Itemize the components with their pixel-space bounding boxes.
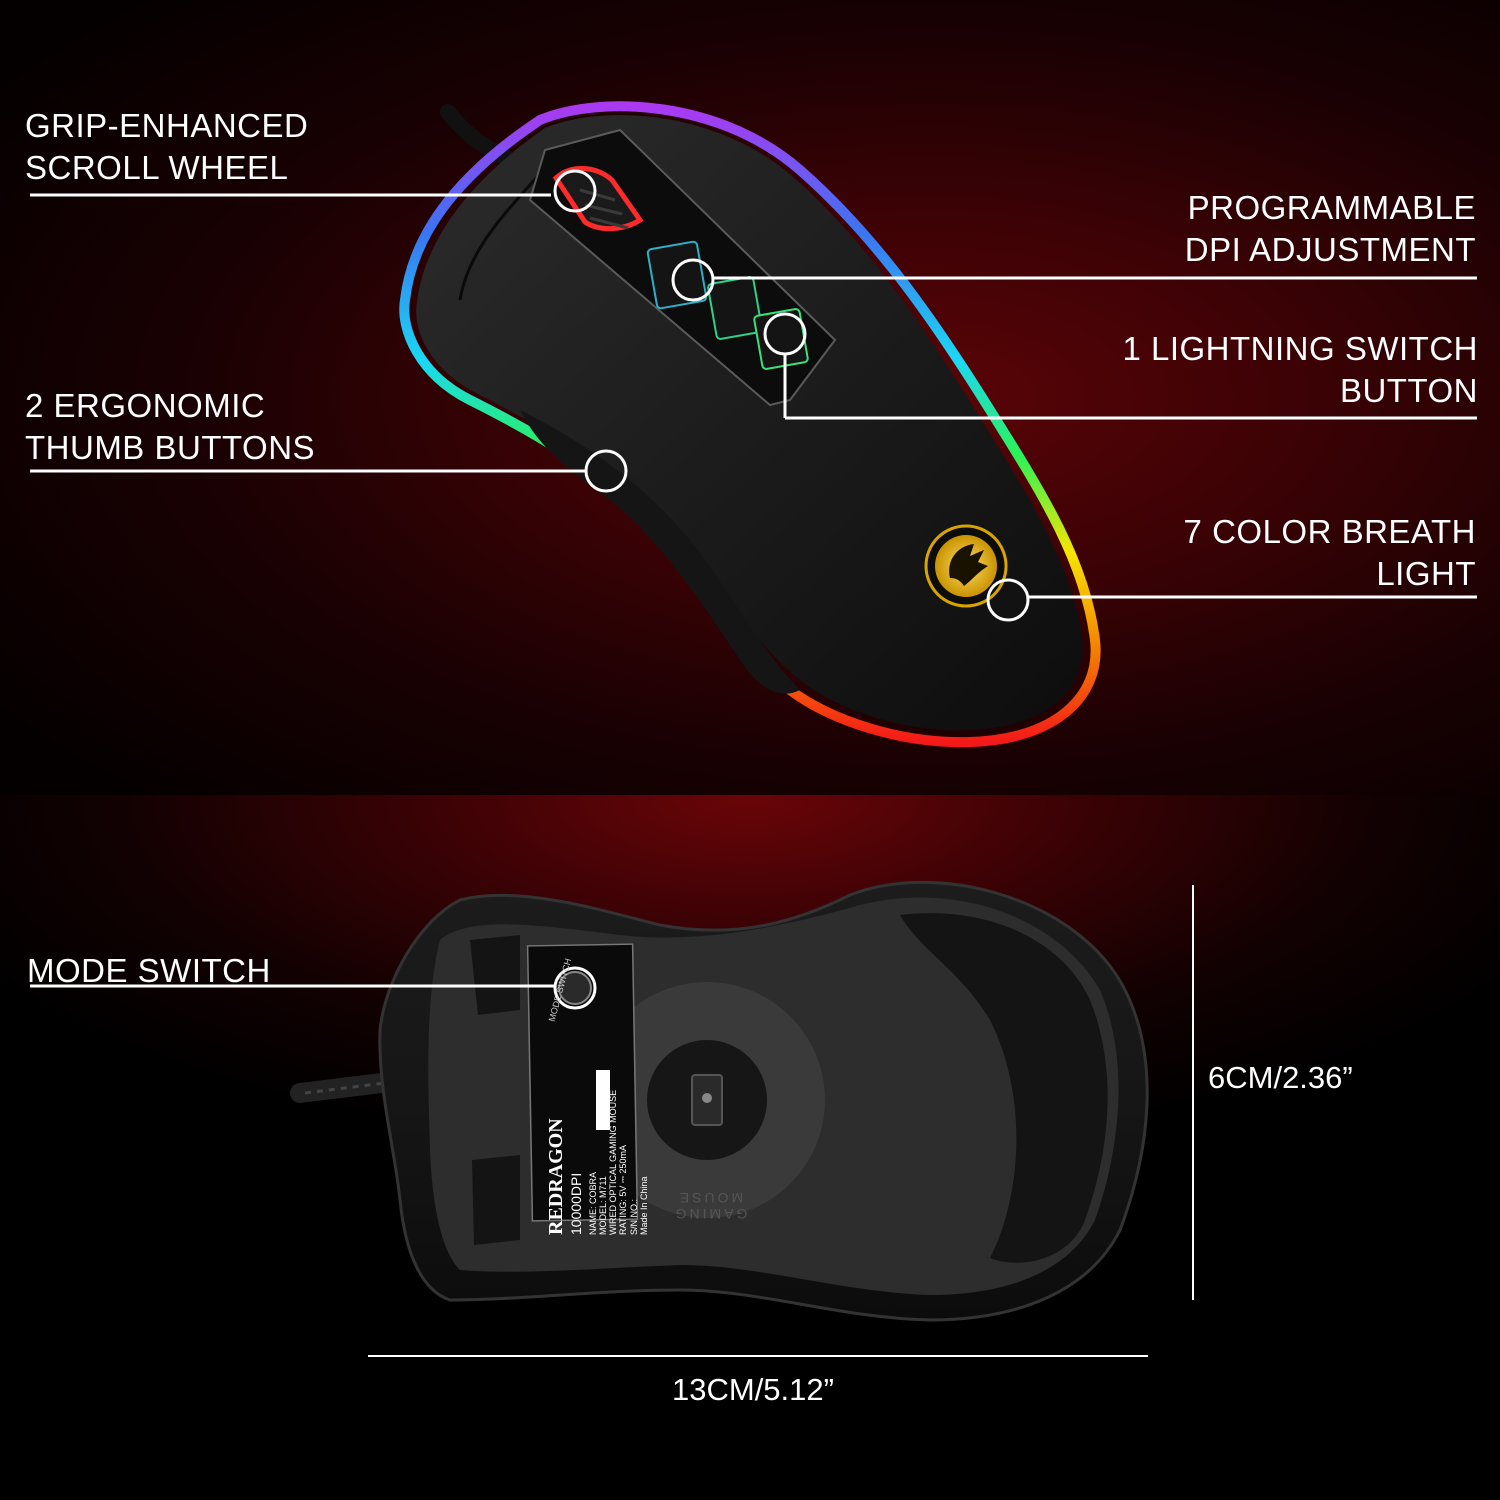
label-line-4: RATING: 5V ⎓ 250mA xyxy=(618,1144,628,1235)
callout-dpi-line2: DPI ADJUSTMENT xyxy=(1184,231,1476,268)
callout-breath: 7 COLOR BREATH LIGHT xyxy=(1184,511,1476,595)
label-line-1: NAME: COBRA xyxy=(588,1171,598,1235)
dpi-button-1 xyxy=(646,240,708,310)
callout-mode-switch-line1: MODE SWITCH xyxy=(27,952,271,989)
callout-graphics xyxy=(30,169,1477,622)
callout-lightning-line2: BUTTON xyxy=(1339,372,1478,409)
product-label-text: REDRAGON 10000DPI NAME: COBRA MODEL: M71… xyxy=(545,985,649,1235)
dimension-height-label: 6CM/2.36” xyxy=(1208,1060,1353,1095)
label-dpi: 10000DPI xyxy=(568,1172,584,1235)
callout-lightning: 1 LIGHTNING SWITCH BUTTON xyxy=(1122,328,1478,412)
dpi-button-2 xyxy=(707,276,763,340)
callout-marker-lightning xyxy=(763,312,807,356)
label-line-2: MODEL: M711 xyxy=(598,1176,608,1235)
callout-dpi-line1: PROGRAMMABLE xyxy=(1187,189,1476,226)
dimension-graphics xyxy=(30,885,1194,1357)
callout-marker-breath xyxy=(986,578,1030,622)
callout-thumb: 2 ERGONOMIC THUMB BUTTONS xyxy=(25,385,315,469)
callout-marker-thumb xyxy=(584,449,628,493)
callout-breath-line2: LIGHT xyxy=(1376,555,1476,592)
callout-mode-switch: MODE SWITCH xyxy=(27,950,271,992)
lightning-button xyxy=(753,308,809,370)
rgb-edge-light xyxy=(399,101,1101,748)
callout-marker-dpi xyxy=(671,258,715,302)
glide-foot-large xyxy=(900,913,1108,1263)
dragon-logo xyxy=(924,524,1008,608)
product-label xyxy=(526,943,639,1222)
callout-breath-line1: 7 COLOR BREATH xyxy=(1183,513,1476,550)
glide-foot-front xyxy=(470,935,520,1015)
glide-foot-rear xyxy=(472,1155,520,1245)
callout-scroll-wheel: GRIP-ENHANCED SCROLL WHEEL xyxy=(25,105,308,189)
callout-dpi: PROGRAMMABLE DPI ADJUSTMENT xyxy=(1185,187,1476,271)
callout-thumb-line2: THUMB BUTTONS xyxy=(25,429,316,466)
callout-marker-scroll-wheel xyxy=(553,169,597,213)
callout-scroll-wheel-line2: SCROLL WHEEL xyxy=(25,149,289,186)
mouse-body xyxy=(416,115,1083,731)
callout-scroll-wheel-line1: GRIP-ENHANCED xyxy=(25,107,309,144)
sensor-ring-text: GAMING MOUSE xyxy=(672,1190,748,1222)
mode-switch-button xyxy=(558,971,592,1005)
callout-marker-mode-switch xyxy=(553,966,597,1010)
label-line-3: WIRED OPTICAL GAMING MOUSE xyxy=(608,1089,618,1235)
callout-thumb-line1: 2 ERGONOMIC xyxy=(25,387,266,424)
callout-lightning-line1: 1 LIGHTNING SWITCH xyxy=(1122,330,1478,367)
label-line-5: S/N NO.: xyxy=(629,1198,639,1235)
dimension-length-label: 13CM/5.12” xyxy=(672,1372,834,1407)
